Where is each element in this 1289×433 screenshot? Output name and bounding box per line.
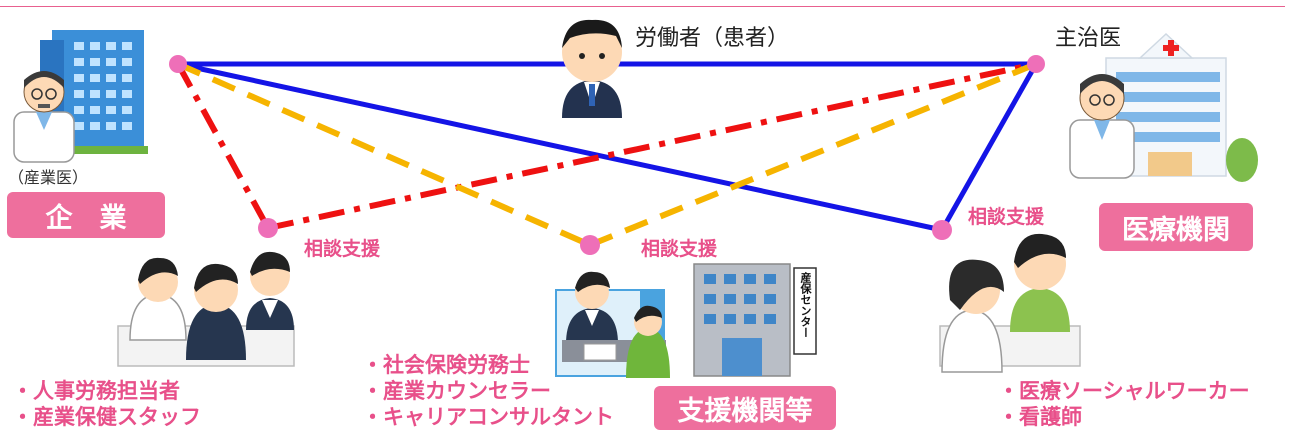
doctor-illustration bbox=[1069, 74, 1135, 179]
line-companysupport-doctor bbox=[267, 61, 1037, 231]
top-rule bbox=[0, 6, 1285, 7]
list-item: ・社会保険労務士 bbox=[362, 353, 530, 377]
consult-label-center: 相談支援 bbox=[641, 238, 718, 260]
hr-meeting-illustration bbox=[117, 251, 295, 367]
badge-company: 企 業 bbox=[7, 192, 165, 238]
msw-meeting-illustration bbox=[939, 233, 1081, 373]
medical-staff-list: ・医療ソーシャルワーカー ・看護師 bbox=[998, 378, 1250, 430]
doctor-label: 主治医 bbox=[1055, 26, 1122, 51]
node-medical-support bbox=[932, 220, 952, 240]
line-company-companysupport bbox=[175, 62, 271, 230]
node-company bbox=[169, 55, 187, 73]
list-item: ・キャリアコンサルタント bbox=[362, 405, 614, 429]
sanpo-center-building-illustration bbox=[693, 263, 817, 377]
line-doctor-medsupport bbox=[939, 62, 1039, 232]
nodes bbox=[169, 55, 1045, 255]
worker-label: 労働者（患者） bbox=[635, 26, 790, 51]
company-staff-list: ・人事労務担当者 ・産業保健スタッフ bbox=[12, 378, 201, 430]
sanpo-center-sign: 産保センター bbox=[799, 272, 812, 338]
badge-medical: 医療機関 bbox=[1099, 203, 1253, 251]
line-company-medsupport bbox=[177, 61, 943, 233]
consult-label-company: 相談支援 bbox=[304, 238, 381, 260]
support-staff-list: ・社会保険労務士 ・産業カウンセラー ・キャリアコンサルタント bbox=[362, 352, 614, 430]
list-item: ・産業保健スタッフ bbox=[12, 405, 201, 429]
consultation-illustration bbox=[555, 271, 670, 378]
worker-illustration bbox=[562, 19, 622, 118]
list-item: ・看護師 bbox=[998, 405, 1082, 429]
node-company-support bbox=[258, 218, 278, 238]
list-item: ・医療ソーシャルワーカー bbox=[998, 379, 1250, 403]
industrial-physician-illustration bbox=[13, 71, 75, 163]
node-doctor bbox=[1027, 55, 1045, 73]
consult-label-medical: 相談支援 bbox=[968, 206, 1045, 228]
list-item: ・人事労務担当者 bbox=[12, 379, 180, 403]
industrial-physician-label: （産業医） bbox=[8, 168, 89, 187]
line-company-center bbox=[176, 61, 592, 248]
node-center bbox=[580, 235, 600, 255]
line-center-doctor bbox=[588, 61, 1038, 248]
badge-support: 支援機関等 bbox=[654, 386, 836, 430]
list-item: ・産業カウンセラー bbox=[362, 379, 551, 403]
